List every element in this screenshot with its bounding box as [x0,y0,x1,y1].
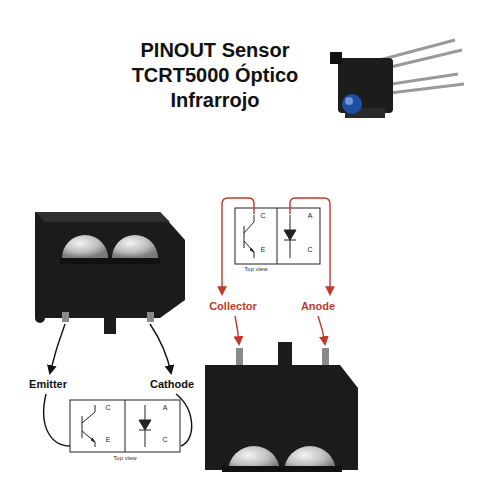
pin-letter: E [261,246,266,254]
leader-lines-red [222,198,330,344]
pin-letter: A [163,404,168,412]
pin-name: Anode [301,300,335,312]
pin-name: Cathode [150,378,194,390]
pin-name: Collector [209,300,257,312]
title: PINOUT Sensor TCRT5000 Óptico Infrarrojo [115,38,315,113]
pin-letter: A [308,212,313,220]
schematic-top [235,208,320,264]
sensor-photo [330,40,464,118]
view-caption: Top view [244,266,267,273]
sensor-body-left [35,212,185,334]
pin-letter: E [106,436,111,444]
pin-name: Emitter [29,378,67,390]
pin-letter: C [307,246,312,254]
sensor-body-right [205,342,358,472]
pin-letter: C [260,212,265,220]
schematic-bottom [70,400,180,452]
view-caption: Top view [113,455,136,462]
pin-letter: C [105,404,110,412]
pin-letter: C [162,436,167,444]
